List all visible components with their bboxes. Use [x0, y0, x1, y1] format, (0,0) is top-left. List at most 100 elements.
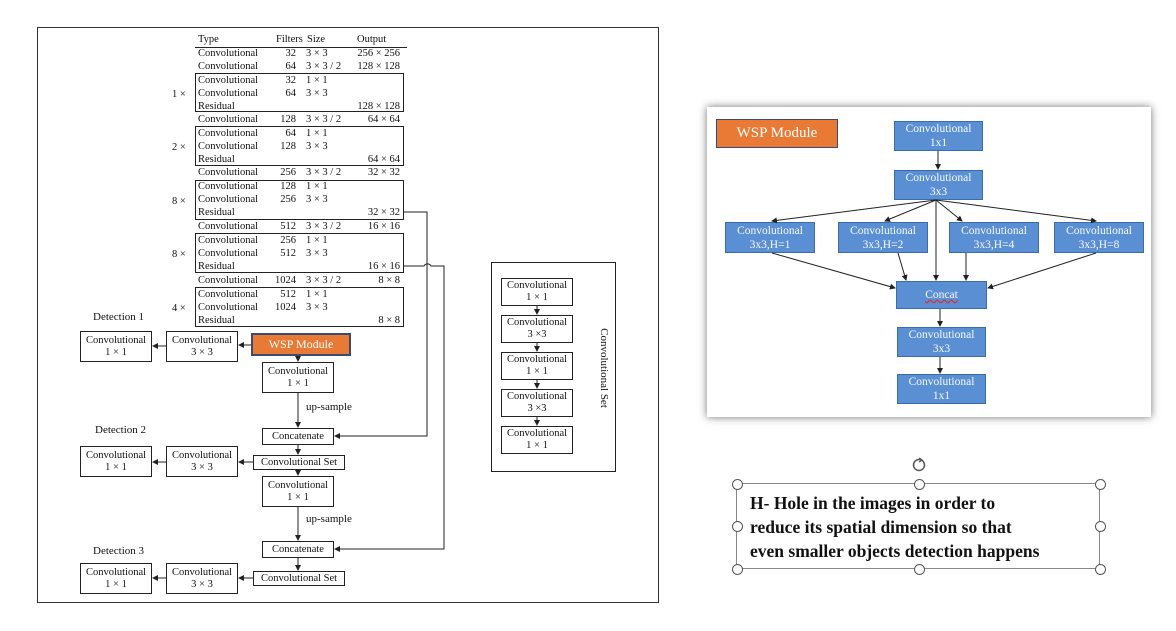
table-cell-type: Convolutional: [198, 248, 259, 259]
resize-handle[interactable]: [1095, 564, 1106, 575]
note-line: reduce its spatial dimension so that: [750, 517, 1012, 537]
upsample-label-2: up-sample: [306, 513, 352, 525]
residual-block-3: [195, 180, 404, 220]
table-cell-type: Convolutional: [198, 221, 259, 232]
table-cell-size: 3 × 3 / 2: [306, 61, 342, 72]
table-cell-type: Convolutional: [198, 141, 259, 152]
table-cell-output: 16 × 16: [367, 261, 400, 272]
residual-block-2: [195, 126, 404, 166]
table-cell-size: 3 × 3: [306, 194, 328, 205]
table-cell-type: Residual: [198, 315, 235, 326]
table-cell-type: Convolutional: [198, 128, 259, 139]
table-cell-size: 3 × 3: [306, 48, 328, 59]
table-cell-filters: 64: [285, 88, 297, 99]
residual-block-1: [195, 73, 404, 112]
table-cell-filters: 64: [285, 128, 297, 139]
conv-set-legend: [491, 262, 616, 472]
upsample-label-1: up-sample: [306, 401, 352, 413]
table-cell-output: 64 × 64: [367, 154, 400, 165]
table-cell-type: Convolutional: [198, 114, 259, 125]
table-cell-type: Residual: [198, 261, 235, 272]
table-cell-size: 3 × 3: [306, 248, 328, 259]
table-cell-size: 1 × 1: [306, 128, 328, 139]
table-cell-filters: 1024: [275, 275, 296, 286]
table-cell-size: 3 × 3 / 2: [306, 275, 342, 286]
table-cell-output: 256 × 256: [357, 48, 400, 59]
conv-set-2: Convolutional Set: [253, 571, 345, 586]
resize-handle[interactable]: [732, 564, 743, 575]
resize-handle[interactable]: [914, 479, 925, 490]
table-cell-size: 3 × 3: [306, 141, 328, 152]
table-cell-filters: 128: [280, 114, 296, 125]
repeat-label: 8 ×: [172, 196, 186, 207]
detection-1-label: Detection 1: [93, 311, 145, 323]
residual-block-5: [195, 287, 404, 327]
table-cell-output: 16 × 16: [367, 221, 400, 232]
table-cell-type: Convolutional: [198, 88, 259, 99]
table-cell-output: 128 × 128: [357, 101, 400, 112]
note-text[interactable]: H- Hole in the images in order to reduce…: [750, 491, 1095, 563]
note-line: H- Hole in the images in order to: [750, 493, 996, 513]
repeat-label: 2 ×: [172, 142, 186, 153]
table-cell-output: 32 × 32: [367, 207, 400, 218]
table-cell-size: 3 × 3 / 2: [306, 167, 342, 178]
repeat-label: 4 ×: [172, 303, 186, 314]
table-cell-size: 1 × 1: [306, 75, 328, 86]
table-cell-type: Residual: [198, 101, 235, 112]
table-cell-size: 1 × 1: [306, 289, 328, 300]
table-cell-filters: 256: [280, 167, 296, 178]
resize-handle[interactable]: [914, 564, 925, 575]
table-cell-filters: 512: [280, 248, 296, 259]
header-output: Output: [357, 34, 387, 45]
rotate-handle-icon[interactable]: [910, 456, 928, 474]
note-line: even smaller objects detection happens: [750, 541, 1040, 561]
table-cell-size: 1 × 1: [306, 235, 328, 246]
table-cell-output: 32 × 32: [367, 167, 400, 178]
resize-handle[interactable]: [732, 479, 743, 490]
concatenate-1: Concatenate: [262, 428, 334, 445]
table-cell-filters: 32: [285, 75, 297, 86]
table-cell-output: 8 × 8: [378, 275, 400, 286]
table-cell-size: 3 × 3: [306, 88, 328, 99]
wsp-title: WSP Module: [716, 119, 838, 148]
table-cell-type: Residual: [198, 154, 235, 165]
wsp-module-box: WSP Module: [251, 333, 351, 356]
resize-handle[interactable]: [1095, 521, 1106, 532]
table-cell-output: 8 × 8: [378, 315, 400, 326]
table-cell-type: Residual: [198, 207, 235, 218]
repeat-label: 1 ×: [172, 89, 186, 100]
resize-handle[interactable]: [1095, 479, 1106, 490]
table-cell-type: Convolutional: [198, 275, 259, 286]
table-cell-filters: 64: [285, 61, 297, 72]
table-cell-type: Convolutional: [198, 194, 259, 205]
table-cell-size: 3 × 3 / 2: [306, 114, 342, 125]
table-cell-type: Convolutional: [198, 302, 259, 313]
table-cell-size: 1 × 1: [306, 181, 328, 192]
table-cell-type: Convolutional: [198, 235, 259, 246]
resize-handle[interactable]: [732, 521, 743, 532]
table-cell-filters: 128: [280, 141, 296, 152]
wsp-concat: Concat: [896, 281, 987, 309]
concatenate-2: Concatenate: [262, 541, 334, 558]
table-cell-size: 3 × 3 / 2: [306, 221, 342, 232]
